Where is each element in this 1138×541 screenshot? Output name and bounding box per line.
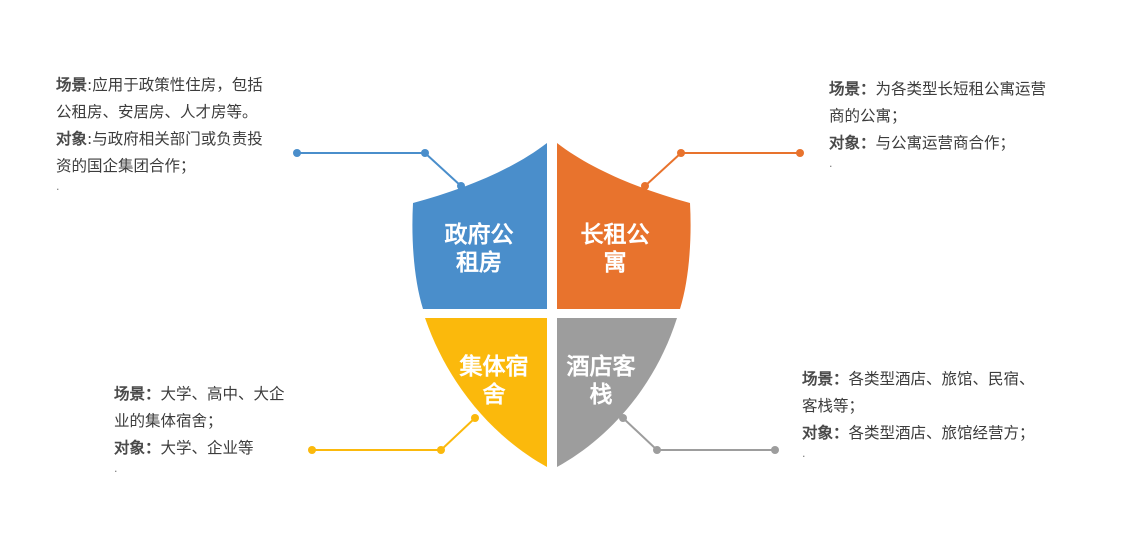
scene-line-1: 场景:应用于政策性住房，包括 xyxy=(56,72,291,99)
quadrant-hotel-title-line1: 酒店客 xyxy=(567,353,637,380)
partner-line-2: 资的国企集团合作； xyxy=(56,153,291,180)
scene-text: 应用于政策性住房，包括 xyxy=(92,76,263,94)
connector-dormitory-line xyxy=(312,417,476,451)
partner-label: 对象 xyxy=(56,130,88,148)
quadrant-government-title-line1: 政府公 xyxy=(445,221,514,248)
trailing-dot: . xyxy=(802,447,806,460)
quadrant-hotel xyxy=(557,318,677,467)
quadrant-long-term-rental-title-line1: 长租公 xyxy=(581,222,650,248)
partner-line-1: 对象：各类型酒店、旅馆经营方； xyxy=(802,420,1077,447)
scene-line-2: 客栈等； xyxy=(802,393,1077,420)
scene-text: 大学、高中、大企 xyxy=(160,385,285,403)
scene-line-1: 场景：为各类型长短租公寓运营 xyxy=(829,76,1079,103)
partner-line-1: 对象：大学、企业等 xyxy=(114,435,314,462)
connector-hotel xyxy=(619,414,779,454)
quadrant-government-title-line2: 租房 xyxy=(456,249,502,276)
quadrant-long-term-rental-title-line2: 寓 xyxy=(604,249,627,276)
quadrant-dormitory-title-line1: 集体宿 xyxy=(459,353,529,380)
partner-separator: : xyxy=(87,130,93,148)
scene-line-1: 场景：大学、高中、大企 xyxy=(114,381,314,408)
scene-text: 业的集体宿舍； xyxy=(114,412,223,430)
scene-line-2: 业的集体宿舍； xyxy=(114,408,314,435)
scene-label: 场景： xyxy=(829,80,876,98)
scene-label: 场景： xyxy=(802,370,849,388)
scene-line-1: 场景：各类型酒店、旅馆、民宿、 xyxy=(802,366,1077,393)
scene-line-2: 商的公寓； xyxy=(829,103,1079,130)
connector-government xyxy=(293,149,465,190)
connector-government-line xyxy=(297,152,462,187)
connector-government-bend-dot xyxy=(421,149,429,157)
quadrant-dormitory xyxy=(425,318,547,467)
scene-separator: : xyxy=(87,76,93,94)
description-long-term-rental: 场景：为各类型长短租公寓运营 商的公寓； 对象：与公寓运营商合作； . xyxy=(829,76,1079,171)
connector-hotel-end-dot xyxy=(771,446,779,454)
scene-text: 为各类型长短租公寓运营 xyxy=(875,80,1047,98)
description-hotel: 场景：各类型酒店、旅馆、民宿、 客栈等； 对象：各类型酒店、旅馆经营方； . xyxy=(802,366,1077,461)
scene-text: 客栈等； xyxy=(802,397,865,415)
scene-label: 场景 xyxy=(56,76,88,94)
connector-long-term-rental-bend-dot xyxy=(677,149,685,157)
scene-label: 场景： xyxy=(114,385,161,403)
quadrant-hotel-title-line2: 栈 xyxy=(590,382,613,408)
scene-text: 公租房、安居房、人才房等。 xyxy=(56,103,258,121)
quadrant-dormitory-title-line2: 舍 xyxy=(483,381,506,408)
connector-long-term-rental-end-dot xyxy=(796,149,804,157)
partner-text: 与政府相关部门或负责投 xyxy=(92,130,263,148)
partner-text: 大学、企业等 xyxy=(160,439,254,457)
partner-label: 对象： xyxy=(829,134,876,152)
partner-label: 对象： xyxy=(114,439,161,457)
quadrant-government xyxy=(412,143,547,309)
connector-dormitory-end-dot xyxy=(308,446,316,454)
connector-government-end-dot xyxy=(293,149,301,157)
connector-dormitory-bend-dot xyxy=(437,446,445,454)
scene-text: 各类型酒店、旅馆、民宿、 xyxy=(848,370,1035,388)
partner-line-1: 对象:与政府相关部门或负责投 xyxy=(56,126,291,153)
scene-text: 商的公寓； xyxy=(829,107,907,125)
connector-hotel-line xyxy=(622,417,775,451)
connector-dormitory-anchor-dot xyxy=(471,414,479,422)
connector-long-term-rental-line xyxy=(644,152,800,187)
description-government: 场景:应用于政策性住房，包括 公租房、安居房、人才房等。 对象:与政府相关部门或… xyxy=(56,72,291,194)
partner-text: 各类型酒店、旅馆经营方； xyxy=(848,424,1035,442)
connector-dormitory xyxy=(308,414,479,454)
partner-text: 与公寓运营商合作； xyxy=(875,134,1016,152)
connector-government-anchor-dot xyxy=(457,182,465,190)
trailing-dot: . xyxy=(114,462,118,475)
partner-text: 资的国企集团合作； xyxy=(56,157,196,175)
connector-hotel-anchor-dot xyxy=(619,414,627,422)
partner-label: 对象： xyxy=(802,424,849,442)
connector-hotel-bend-dot xyxy=(653,446,661,454)
trailing-dot: . xyxy=(829,157,833,170)
partner-line-1: 对象：与公寓运营商合作； xyxy=(829,130,1079,157)
description-dormitory: 场景：大学、高中、大企 业的集体宿舍； 对象：大学、企业等 . xyxy=(114,381,314,476)
connector-long-term-rental xyxy=(641,149,804,190)
scene-line-2: 公租房、安居房、人才房等。 xyxy=(56,99,291,126)
quadrant-long-term-rental xyxy=(557,143,691,309)
connector-long-term-rental-anchor-dot xyxy=(641,182,649,190)
trailing-dot: . xyxy=(56,180,60,193)
